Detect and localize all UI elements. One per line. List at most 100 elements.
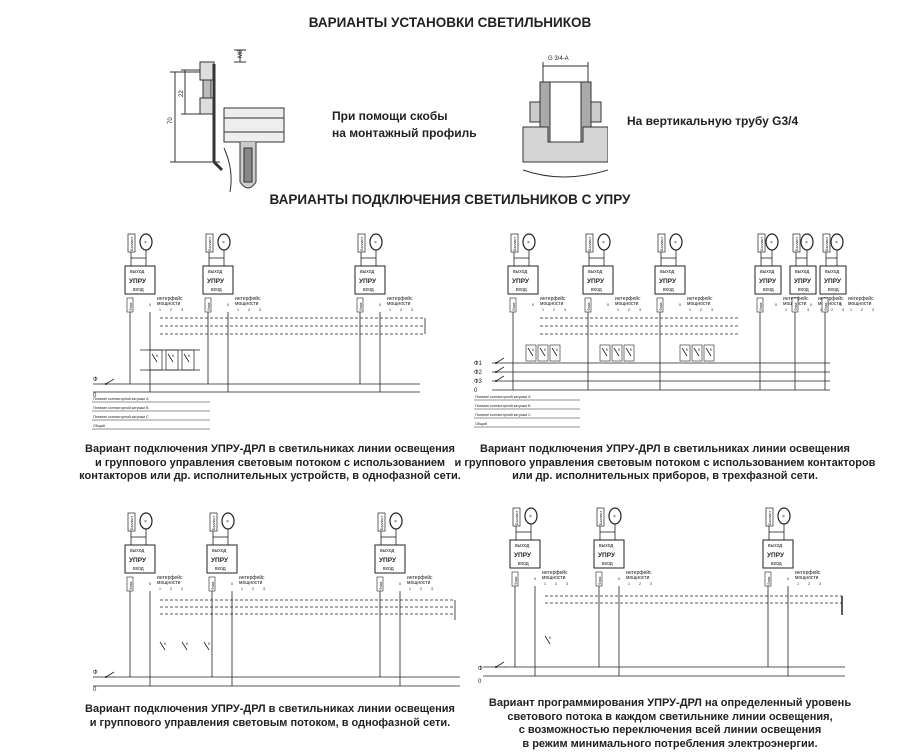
bracket-mount-label-line1: При помощи скобы bbox=[332, 109, 448, 123]
phase-line-label: Ф1 bbox=[474, 361, 483, 367]
pin-label: 1 bbox=[409, 587, 411, 591]
zero-line-label: 0 bbox=[478, 679, 482, 685]
upru-box bbox=[789, 265, 817, 295]
zero-label: 0 bbox=[149, 582, 151, 586]
zero-label: 0 bbox=[679, 303, 681, 307]
ballast-label: Балласт bbox=[660, 237, 664, 251]
contact-symbol bbox=[203, 641, 210, 651]
pin-label: 3 bbox=[411, 308, 413, 312]
upru-box bbox=[124, 544, 156, 574]
contact-k-label: K bbox=[618, 348, 621, 352]
interface-label: мощности bbox=[615, 301, 639, 307]
pin-label: 3 bbox=[711, 308, 713, 312]
switch-contact bbox=[495, 362, 497, 364]
phase-label: Фаза bbox=[129, 582, 133, 590]
contact-symbol bbox=[681, 347, 688, 357]
upru-out-label: выход bbox=[208, 269, 222, 275]
lamp-x: × bbox=[527, 240, 530, 246]
interface-label: интерфейс bbox=[157, 574, 183, 581]
zero-line-label: 0 bbox=[93, 687, 97, 693]
phase-label: Фаза bbox=[598, 577, 602, 585]
ballast-box bbox=[757, 233, 766, 253]
pipe-mount-label: На вертикальную трубу G3/4 bbox=[627, 114, 799, 128]
upru-in-label: вход bbox=[211, 287, 222, 293]
ballast-box bbox=[357, 233, 366, 253]
pin-label: 3 bbox=[650, 582, 652, 586]
phase-label: Фаза bbox=[211, 582, 215, 590]
coil-line-label: Общий bbox=[475, 422, 487, 426]
caption-diagram-3: Вариант подключения УПРУ-ДРЛ в светильни… bbox=[60, 703, 480, 730]
upru-box bbox=[206, 544, 238, 574]
dim-70: 70 bbox=[168, 117, 174, 124]
ballast-label: Балласт bbox=[768, 511, 772, 525]
coil-line-label: Общий bbox=[93, 424, 105, 428]
contact-k-label: K bbox=[186, 642, 189, 646]
contact-symbol bbox=[693, 347, 700, 357]
pin-label: 1 bbox=[689, 308, 691, 312]
phase-label: Фаза bbox=[514, 577, 518, 585]
caption-4-line: светового потока в каждом светильнике ли… bbox=[507, 710, 833, 723]
bracket-mount-label: При помощи скобы на монтажный профиль bbox=[332, 108, 502, 142]
contact-k-label: K bbox=[188, 354, 191, 358]
interface-label: интерфейс bbox=[818, 295, 844, 302]
pin-label: 2 bbox=[170, 587, 172, 591]
ballast-label: Балласт bbox=[513, 237, 517, 251]
ballast-label: Балласт bbox=[825, 237, 829, 251]
pin-label: 2 bbox=[808, 582, 810, 586]
contact-symbol bbox=[539, 347, 546, 357]
phase-label: Фаза bbox=[359, 303, 363, 311]
zero-label: 0 bbox=[532, 303, 534, 307]
upru-box bbox=[509, 539, 541, 569]
contact-k-label: K bbox=[164, 642, 167, 646]
ballast-label: Балласт bbox=[130, 237, 134, 251]
contact-symbol bbox=[183, 353, 190, 363]
pin-label: 1 bbox=[628, 582, 630, 586]
contact-symbol bbox=[601, 347, 608, 357]
caption-diagram-4: Вариант программирования УПРУ-ДРЛ на опр… bbox=[470, 697, 870, 751]
coil-line-label: Питание контакторной катушки С bbox=[475, 413, 531, 417]
interface-label: мощности bbox=[818, 301, 842, 307]
pin-label: 3 bbox=[639, 308, 641, 312]
coil-line-label: Питание контакторной катушки А bbox=[475, 395, 531, 399]
contact-k-label: K bbox=[710, 348, 713, 352]
switch-blade bbox=[105, 671, 115, 678]
lamp-x: × bbox=[674, 240, 677, 246]
upru-in-label: вход bbox=[516, 287, 527, 293]
caption-1-line: и группового управления световым потоком… bbox=[95, 456, 445, 469]
lamp-x: × bbox=[835, 240, 838, 246]
interface-label: интерфейс bbox=[848, 295, 874, 302]
upru-name-label: УПРУ bbox=[767, 552, 785, 559]
interface-label: мощности bbox=[387, 301, 411, 307]
switch-contact bbox=[105, 383, 107, 385]
caption-2-line: Вариант подключения УПРУ-ДРЛ в светильни… bbox=[480, 443, 850, 455]
contact-symbol bbox=[181, 641, 188, 651]
pin-label: 1 bbox=[542, 308, 544, 312]
phase-label: Фаза bbox=[379, 582, 383, 590]
upru-box bbox=[354, 265, 386, 295]
contact-k-label: K bbox=[606, 348, 609, 352]
phase-label: Фаза bbox=[587, 303, 591, 311]
lamp-x: × bbox=[602, 240, 605, 246]
switch-contact bbox=[495, 380, 497, 382]
pin-label: 3 bbox=[431, 587, 433, 591]
ballast-box bbox=[512, 507, 521, 527]
pin-label: 2 bbox=[555, 582, 557, 586]
lamp-x: × bbox=[394, 519, 397, 525]
pin-label: 2 bbox=[400, 308, 402, 312]
interface-label: интерфейс bbox=[387, 295, 413, 302]
upru-in-label: вход bbox=[363, 287, 374, 293]
upru-out-label: выход bbox=[380, 548, 394, 554]
pin-label: 2 bbox=[700, 308, 702, 312]
interface-label: мощности bbox=[795, 575, 819, 581]
upru-out-label: выход bbox=[130, 548, 144, 554]
coil-line-label: Питание контакторной катушки А bbox=[93, 397, 149, 401]
upru-box bbox=[593, 539, 625, 569]
lamp-x: × bbox=[770, 240, 773, 246]
ballast-box bbox=[377, 512, 386, 532]
pin-label: 3 bbox=[566, 582, 568, 586]
ballast-box bbox=[510, 233, 519, 253]
pin-label: 1 bbox=[850, 308, 852, 312]
